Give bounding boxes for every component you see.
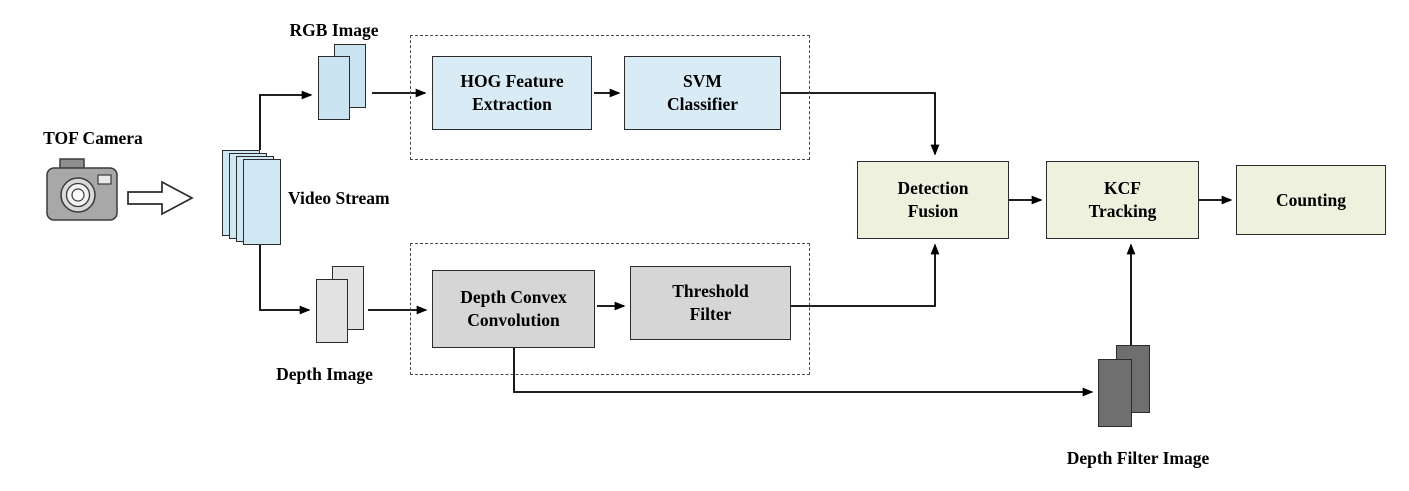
node-svm-classifier: SVM Classifier xyxy=(624,56,781,130)
node-fusion-label: Detection Fusion xyxy=(897,178,969,221)
node-threshold-label: Threshold Filter xyxy=(672,281,749,324)
node-counting-label: Counting xyxy=(1275,189,1347,210)
node-kcf-label: KCF Tracking xyxy=(1088,178,1157,221)
video-stream-label: Video Stream xyxy=(288,188,390,208)
camera-to-stream-arrow xyxy=(127,180,194,216)
rgb-pipeline-group xyxy=(410,35,810,160)
node-hog-label: HOG Feature Extraction xyxy=(460,71,564,114)
node-depth-convex-convolution: Depth Convex Convolution xyxy=(432,270,595,348)
tof-camera-label: TOF Camera xyxy=(43,128,143,148)
node-detection-fusion: Detection Fusion xyxy=(857,161,1009,239)
node-dcc-label: Depth Convex Convolution xyxy=(460,287,567,330)
rgb-image-label: RGB Image xyxy=(289,20,379,40)
node-hog-feature-extraction: HOG Feature Extraction xyxy=(432,56,592,130)
depth-image-label: Depth Image xyxy=(276,364,373,384)
depth-pipeline-group xyxy=(410,243,810,375)
node-svm-label: SVM Classifier xyxy=(667,71,738,114)
tof-camera-icon xyxy=(46,158,118,221)
node-threshold-filter: Threshold Filter xyxy=(630,266,791,340)
node-counting: Counting xyxy=(1236,165,1386,235)
node-kcf-tracking: KCF Tracking xyxy=(1046,161,1199,239)
depth-filter-image-label: Depth Filter Image xyxy=(1066,448,1210,468)
